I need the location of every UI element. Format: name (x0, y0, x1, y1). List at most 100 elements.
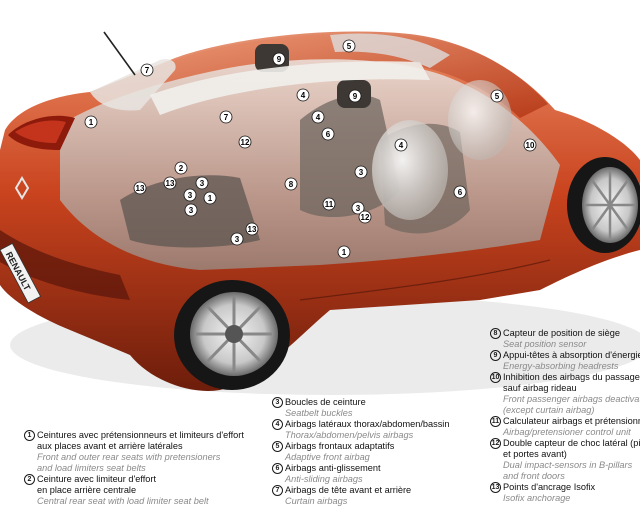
legend-fr: Boucles de ceinture (285, 397, 366, 407)
legend-en-line2: and load limiters seat belts (37, 463, 146, 473)
legend-en: Thorax/abdomen/pelvis airbags (285, 430, 414, 440)
front-wheel (567, 157, 640, 253)
callout-13b: 13 (133, 181, 147, 195)
legend-en: Anti-sliding airbags (285, 474, 363, 484)
legend-number: 1 (24, 430, 35, 441)
callout-3c: 3 (183, 188, 197, 202)
svg-text:13: 13 (136, 184, 145, 193)
legend-fr: Capteur de position de siège (503, 328, 620, 338)
svg-text:12: 12 (361, 213, 370, 222)
legend-fr-line2: aux places avant et arrière latérales (37, 441, 183, 451)
legend-fr: Calculateur airbags et prétensionneurs (503, 416, 640, 426)
legend-item-2: 2 Ceinture avec limiteur d'effort en pla… (24, 474, 274, 507)
legend-item-1: 1 Ceintures avec prétensionneurs et limi… (24, 430, 274, 474)
callout-6b: 6 (453, 185, 467, 199)
curtain-airbag (150, 61, 430, 115)
callout-8: 8 (284, 177, 298, 191)
legend-fr-line2: en place arrière centrale (37, 485, 137, 495)
svg-text:1: 1 (342, 248, 347, 257)
legend-number: 6 (272, 463, 283, 474)
legend-en: Front and outer rear seats with pretensi… (37, 452, 221, 462)
side-window (330, 33, 450, 68)
svg-text:13: 13 (166, 179, 175, 188)
callout-9b: 9 (348, 89, 362, 103)
legend-fr-line2: sauf airbag rideau (503, 383, 577, 393)
svg-text:13: 13 (248, 225, 257, 234)
callout-2: 2 (174, 161, 188, 175)
callout-6a: 6 (321, 127, 335, 141)
callout-4b: 4 (311, 110, 325, 124)
legend-left: 1 Ceintures avec prétensionneurs et limi… (24, 430, 274, 507)
legend-item-4: 4 Airbags latéraux thorax/abdomen/bassin… (272, 419, 472, 441)
legend-en: Central rear seat with load limiter seat… (37, 496, 209, 506)
svg-text:5: 5 (495, 92, 500, 101)
svg-text:1: 1 (89, 118, 94, 127)
callout-10: 10 (523, 138, 537, 152)
callout-5a: 5 (342, 39, 356, 53)
callout-13a: 13 (163, 176, 177, 190)
legend-en: Seatbelt buckles (285, 408, 353, 418)
legend-item-10: 10 Inhibition des airbags du passager sa… (490, 372, 640, 416)
svg-text:3: 3 (359, 168, 364, 177)
legend-item-11: 11 Calculateur airbags et prétensionneur… (490, 416, 640, 438)
legend-number: 8 (490, 328, 501, 339)
callout-1c: 1 (337, 245, 351, 259)
legend-number: 2 (24, 474, 35, 485)
front-airbag (372, 120, 448, 220)
antenna (103, 31, 136, 76)
callout-9a: 9 (272, 52, 286, 66)
legend-number: 11 (490, 416, 501, 427)
callout-4a: 4 (296, 88, 310, 102)
callout-3a: 3 (354, 165, 368, 179)
legend-fr: Airbags de tête avant et arrière (285, 485, 412, 495)
svg-text:3: 3 (356, 204, 361, 213)
legend-number: 9 (490, 350, 501, 361)
svg-text:1: 1 (208, 194, 213, 203)
door-line (299, 259, 551, 301)
legend-fr: Airbags frontaux adaptatifs (285, 441, 395, 451)
callout-4c: 4 (394, 138, 408, 152)
legend-item-5: 5 Airbags frontaux adaptatifs Adaptive f… (272, 441, 472, 463)
legend-fr: Airbags anti-glissement (285, 463, 381, 473)
side-airbag-front (448, 80, 512, 160)
legend-en: Adaptive front airbag (285, 452, 370, 462)
rear-wheel (174, 280, 290, 390)
svg-text:5: 5 (347, 42, 352, 51)
svg-text:4: 4 (301, 91, 306, 100)
rear-bumper (0, 230, 130, 300)
legend-number: 4 (272, 419, 283, 430)
legend-en: Curtain airbags (285, 496, 348, 506)
legend-number: 7 (272, 485, 283, 496)
svg-text:9: 9 (277, 55, 282, 64)
svg-text:7: 7 (145, 66, 150, 75)
callout-11: 11 (322, 197, 336, 211)
legend-item-12: 12 Double capteur de choc latéral (pied … (490, 438, 640, 482)
callout-3f: 3 (230, 232, 244, 246)
renault-logo (14, 176, 30, 200)
legend-number: 5 (272, 441, 283, 452)
callout-7b: 7 (219, 110, 233, 124)
callout-3b: 3 (195, 176, 209, 190)
callout-7a: 7 (140, 63, 154, 77)
svg-text:4: 4 (399, 141, 404, 150)
legend-en: Airbag/pretensioner control unit (503, 427, 631, 437)
legend-item-13: 13 Points d'ancrage Isofix Isofix anchor… (490, 482, 640, 504)
svg-text:11: 11 (325, 200, 334, 209)
svg-text:2: 2 (179, 164, 184, 173)
legend-fr: Ceintures avec prétensionneurs et limite… (37, 430, 244, 440)
svg-text:3: 3 (189, 206, 194, 215)
callout-12b: 12 (358, 210, 372, 224)
legend-fr: Inhibition des airbags du passager (503, 372, 640, 382)
callout-5b: 5 (490, 89, 504, 103)
legend-fr: Appui-têtes à absorption d'énergie (503, 350, 640, 360)
svg-text:8: 8 (289, 180, 294, 189)
callouts: 7 9 5 4 9 5 1 7 4 6 12 4 10 2 3 3 13 8 1… (84, 39, 537, 259)
legend-en: Seat position sensor (503, 339, 587, 349)
svg-text:6: 6 (326, 130, 331, 139)
callout-13c: 13 (245, 222, 259, 236)
svg-text:6: 6 (458, 188, 463, 197)
callout-1a: 1 (84, 115, 98, 129)
svg-text:3: 3 (235, 235, 240, 244)
legend-middle: 3 Boucles de ceinture Seatbelt buckles 4… (272, 397, 472, 507)
